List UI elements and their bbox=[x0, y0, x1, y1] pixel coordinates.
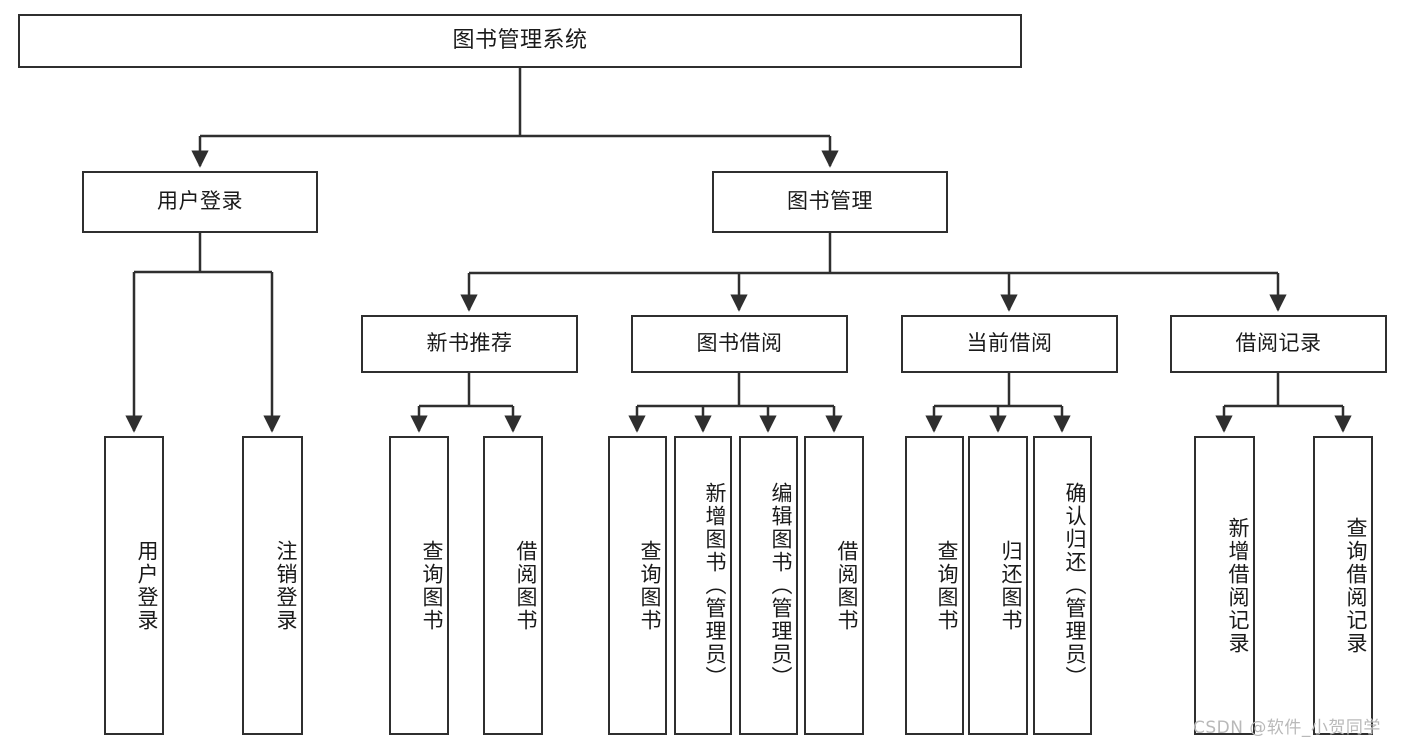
node-leaf-user-logout[interactable]: 注销登录 bbox=[242, 436, 303, 735]
node-leaf-borrow-book[interactable]: 借阅图书 bbox=[804, 436, 864, 735]
node-leaf-user-logout-label: 注销登录 bbox=[274, 539, 298, 632]
node-leaf-confirm-return-admin-label: 确认归还（管理员） bbox=[1063, 482, 1087, 689]
node-user-login-label: 用户登录 bbox=[157, 189, 243, 214]
node-book-borrow-label: 图书借阅 bbox=[696, 331, 783, 356]
node-book-manage-label: 图书管理 bbox=[787, 189, 873, 214]
node-leaf-query-book-current[interactable]: 查询图书 bbox=[905, 436, 964, 735]
node-new-book-recommend[interactable]: 新书推荐 bbox=[361, 315, 578, 373]
node-leaf-borrow-book-label: 借阅图书 bbox=[835, 539, 859, 632]
node-book-manage[interactable]: 图书管理 bbox=[712, 171, 948, 233]
node-root[interactable]: 图书管理系统 bbox=[18, 14, 1022, 68]
node-leaf-query-book-current-label: 查询图书 bbox=[935, 539, 959, 632]
node-current-borrow-label: 当前借阅 bbox=[966, 331, 1053, 356]
node-leaf-confirm-return-admin[interactable]: 确认归还（管理员） bbox=[1033, 436, 1092, 735]
node-borrow-record[interactable]: 借阅记录 bbox=[1170, 315, 1387, 373]
node-leaf-query-book-rec[interactable]: 查询图书 bbox=[389, 436, 449, 735]
node-leaf-borrow-book-rec[interactable]: 借阅图书 bbox=[483, 436, 543, 735]
node-leaf-user-login[interactable]: 用户登录 bbox=[104, 436, 164, 735]
node-leaf-query-borrow-record[interactable]: 查询借阅记录 bbox=[1313, 436, 1373, 735]
node-leaf-query-book-borrow[interactable]: 查询图书 bbox=[608, 436, 667, 735]
node-leaf-add-borrow-record-label: 新增借阅记录 bbox=[1226, 516, 1250, 655]
node-leaf-query-borrow-record-label: 查询借阅记录 bbox=[1344, 516, 1368, 655]
node-root-label: 图书管理系统 bbox=[452, 27, 588, 53]
node-leaf-return-book-label: 归还图书 bbox=[999, 539, 1023, 632]
node-leaf-add-borrow-record[interactable]: 新增借阅记录 bbox=[1194, 436, 1255, 735]
node-leaf-return-book[interactable]: 归还图书 bbox=[968, 436, 1028, 735]
node-user-login[interactable]: 用户登录 bbox=[82, 171, 318, 233]
node-leaf-user-login-label: 用户登录 bbox=[135, 539, 159, 632]
csdn-watermark: CSDN @软件_小贺同学 bbox=[1193, 718, 1381, 738]
node-book-borrow[interactable]: 图书借阅 bbox=[631, 315, 848, 373]
node-leaf-edit-book-admin[interactable]: 编辑图书（管理员） bbox=[739, 436, 798, 735]
node-leaf-borrow-book-rec-label: 借阅图书 bbox=[514, 539, 538, 632]
node-leaf-add-book-admin-label: 新增图书（管理员） bbox=[703, 482, 727, 689]
node-current-borrow[interactable]: 当前借阅 bbox=[901, 315, 1118, 373]
node-leaf-query-book-rec-label: 查询图书 bbox=[420, 539, 444, 632]
node-borrow-record-label: 借阅记录 bbox=[1235, 331, 1322, 356]
node-leaf-query-book-borrow-label: 查询图书 bbox=[638, 539, 662, 632]
node-new-book-recommend-label: 新书推荐 bbox=[426, 331, 513, 356]
node-leaf-edit-book-admin-label: 编辑图书（管理员） bbox=[769, 482, 793, 689]
node-leaf-add-book-admin[interactable]: 新增图书（管理员） bbox=[674, 436, 732, 735]
